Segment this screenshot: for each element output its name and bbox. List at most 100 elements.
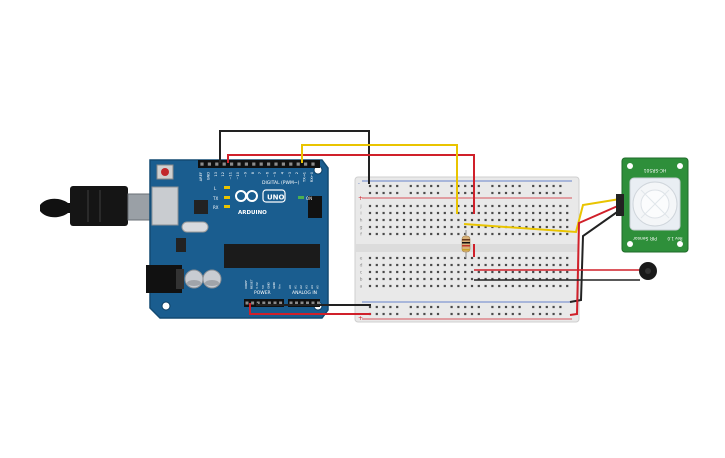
breadboard-hole	[409, 232, 412, 236]
breadboard-hole	[423, 277, 426, 281]
breadboard-hole	[450, 191, 453, 195]
breadboard-hole	[552, 284, 555, 288]
breadboard-hole	[470, 211, 474, 215]
analog-pin-label: A3	[305, 285, 309, 289]
wire-red-top	[227, 154, 475, 214]
breadboard-hole	[559, 256, 562, 260]
breadboard-hole	[477, 218, 480, 222]
breadboard-hole	[498, 256, 501, 260]
breadboard-hole	[511, 184, 514, 188]
breadboard-hole	[566, 263, 569, 267]
breadboard-hole	[423, 225, 426, 229]
atmega-chip	[224, 244, 320, 268]
breadboard-hole	[443, 256, 446, 260]
breadboard-hole	[525, 211, 528, 215]
breadboard-hole	[538, 211, 542, 215]
breadboard-hole	[484, 270, 487, 274]
digital-pin-label: 7	[258, 172, 262, 174]
breadboard-hole	[423, 191, 426, 195]
breadboard-hole	[368, 263, 372, 267]
breadboard-hole	[375, 218, 378, 222]
rail-plus-label-bottom: +	[358, 315, 363, 322]
breadboard-hole	[389, 256, 392, 260]
breadboard-hole	[552, 256, 555, 260]
breadboard-hole	[430, 191, 433, 195]
breadboard-hole	[430, 263, 433, 267]
breadboard-hole	[396, 225, 399, 229]
digital-pin-label: 2	[295, 172, 299, 174]
breadboard-hole	[416, 305, 419, 309]
breadboard-hole	[436, 211, 440, 215]
breadboard-hole	[382, 225, 385, 229]
digital-pin-label: 12	[221, 172, 225, 177]
breadboard-hole	[382, 211, 385, 215]
breadboard-hole	[484, 263, 487, 267]
breadboard-hole	[559, 232, 562, 236]
breadboard-hole	[525, 218, 528, 222]
breadboard-hole	[518, 312, 521, 316]
breadboard-hole	[532, 191, 535, 195]
breadboard-hole	[552, 312, 555, 316]
digital-pin	[244, 162, 248, 166]
breadboard-hole	[525, 284, 528, 288]
breadboard-hole	[538, 218, 542, 222]
breadboard-hole	[457, 184, 460, 188]
rail-plus-label-top: +	[358, 195, 363, 202]
breadboard-hole	[464, 277, 467, 281]
digital-header	[198, 160, 320, 168]
breadboard-hole	[491, 204, 494, 208]
breadboard-hole	[450, 204, 453, 208]
pir-bottom-label: PIR Sensor	[633, 235, 657, 241]
breadboard-hole	[416, 232, 419, 236]
breadboard-hole	[511, 263, 514, 267]
breadboard-hole	[368, 225, 372, 229]
breadboard-hole	[532, 284, 535, 288]
breadboard-hole	[518, 218, 521, 222]
icsp-header	[308, 196, 322, 218]
breadboard-hole	[457, 191, 460, 195]
breadboard-hole	[423, 305, 426, 309]
breadboard-hole	[477, 204, 480, 208]
arduino-uno-board: ARDUINO UNO DIGITAL (PWM~) POWER ANALOG …	[146, 159, 329, 319]
breadboard-hole	[511, 211, 514, 215]
breadboard-hole	[566, 277, 569, 281]
power-pin	[251, 301, 255, 305]
breadboard-hole	[552, 270, 555, 274]
breadboard-hole	[559, 312, 562, 316]
breadboard-hole	[443, 284, 446, 288]
breadboard-hole	[464, 312, 467, 316]
arduino-model-label: UNO	[267, 194, 285, 202]
breadboard-hole	[464, 263, 467, 267]
power-label: POWER	[254, 290, 271, 296]
breadboard-hole	[511, 270, 514, 274]
breadboard-hole	[450, 184, 453, 188]
breadboard-hole	[477, 284, 480, 288]
analog-pin	[289, 301, 293, 305]
breadboard-hole	[450, 270, 453, 274]
breadboard-hole	[491, 312, 494, 316]
breadboard-hole	[457, 204, 460, 208]
power-pin-label: GND	[272, 281, 276, 289]
breadboard-hole	[423, 211, 426, 215]
arduino-logo	[235, 189, 286, 203]
breadboard-hole	[430, 184, 433, 188]
breadboard-hole	[443, 270, 446, 274]
breadboard-hole	[504, 211, 508, 215]
breadboard-hole	[375, 225, 378, 229]
l-led-label: L	[214, 186, 217, 191]
breadboard-hole	[464, 284, 467, 288]
breadboard-hole	[450, 211, 453, 215]
breadboard-hole	[552, 225, 555, 229]
breadboard-hole	[396, 284, 399, 288]
breadboard-hole	[559, 191, 562, 195]
breadboard-hole	[443, 211, 446, 215]
breadboard-hole	[491, 263, 494, 267]
breadboard-hole	[545, 284, 548, 288]
breadboard-hole	[450, 312, 453, 316]
analog-pins	[289, 301, 320, 305]
breadboard-hole	[375, 211, 378, 215]
breadboard-hole	[552, 232, 555, 236]
tx-led-label: TX	[212, 196, 218, 201]
breadboard-hole	[382, 218, 385, 222]
